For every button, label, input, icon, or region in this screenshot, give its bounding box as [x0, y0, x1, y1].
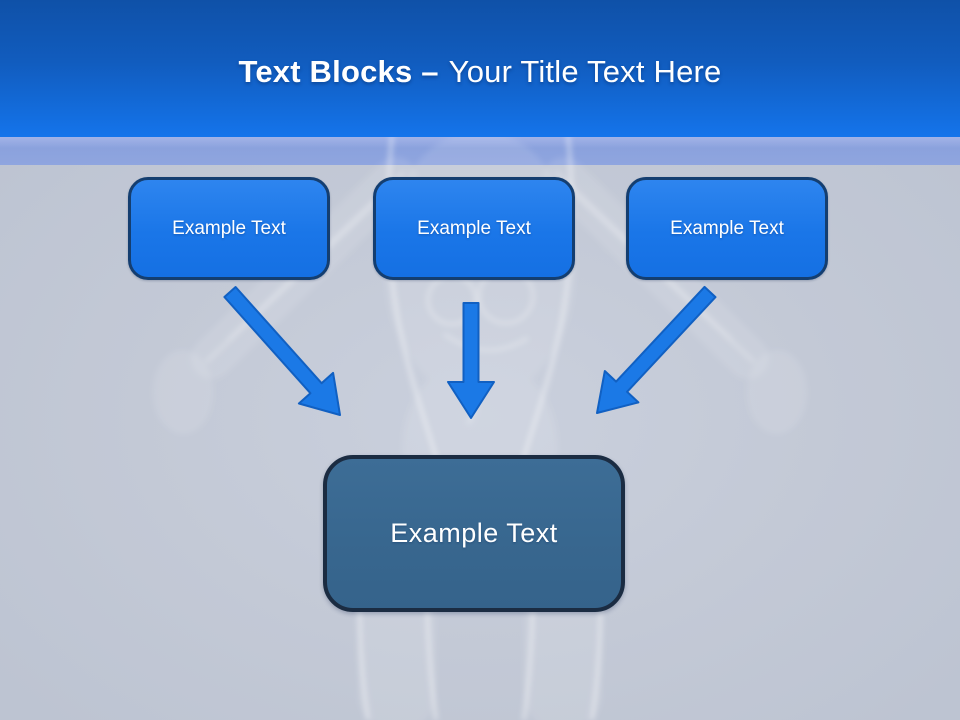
- arrow-down-icon: [447, 302, 495, 419]
- slide-title[interactable]: Text Blocks – Your Title Text Here: [239, 48, 722, 90]
- text-block-summary[interactable]: Example Text: [323, 455, 625, 612]
- title-regular-segment: Your Title Text Here: [448, 53, 722, 89]
- slide-header: Text Blocks – Your Title Text Here: [0, 0, 960, 137]
- text-block-summary-label: Example Text: [390, 518, 558, 548]
- title-bold-segment: Text Blocks –: [238, 53, 439, 89]
- arrow-down-right-icon: [223, 286, 341, 416]
- arrow-down-left-icon: [596, 285, 717, 414]
